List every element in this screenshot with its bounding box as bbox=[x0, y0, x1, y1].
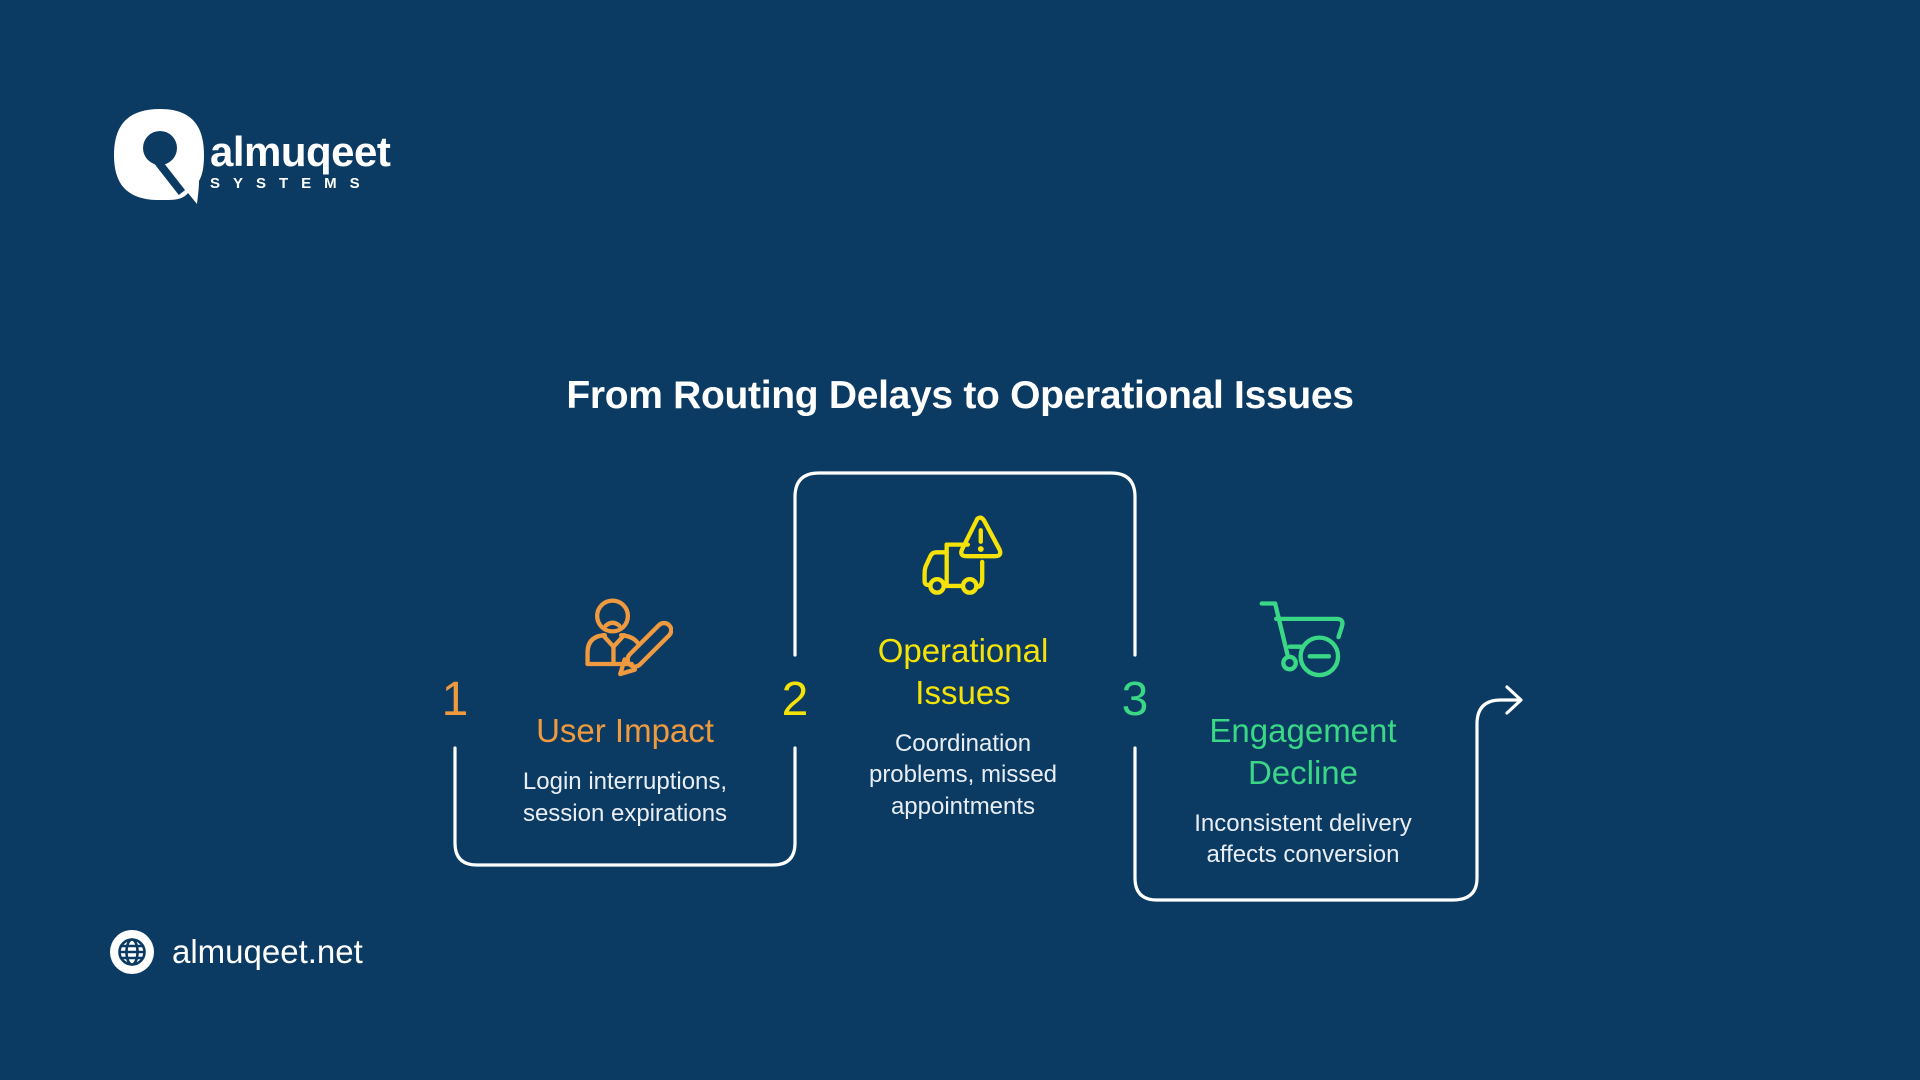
step-2-label: Operational Issues bbox=[877, 632, 1049, 711]
cart-minus-icon bbox=[1255, 592, 1351, 688]
step-1-label: User Impact bbox=[536, 712, 714, 749]
step-3-number: 3 bbox=[1121, 673, 1149, 726]
step-2-description: Coordination problems, missed appointmen… bbox=[868, 729, 1058, 821]
arrow-head-icon bbox=[1505, 685, 1523, 715]
almuqeet-logo-mark-icon bbox=[114, 109, 204, 204]
logo-tagline: SYSTEMS bbox=[210, 175, 373, 192]
step-1-number: 1 bbox=[441, 673, 469, 726]
website-url: almuqeet.net bbox=[172, 933, 363, 970]
step-3-description: Inconsistent delivery affects conversion bbox=[1194, 809, 1412, 869]
step-2-number: 2 bbox=[781, 673, 809, 726]
brand-logo: almuqeet SYSTEMS bbox=[108, 105, 391, 205]
step-1-user-impact: User Impact Login interruptions, session… bbox=[455, 592, 795, 829]
step-3-label: Engagement Decline bbox=[1209, 712, 1397, 791]
logo-brand-name: almuqeet bbox=[210, 128, 391, 175]
globe-icon bbox=[110, 930, 154, 974]
step-1-description: Login interruptions, session expirations bbox=[522, 767, 728, 827]
logo-text: almuqeet SYSTEMS bbox=[210, 128, 391, 192]
page-title: From Routing Delays to Operational Issue… bbox=[566, 374, 1354, 417]
user-edit-icon bbox=[577, 592, 673, 688]
step-3-engagement-decline: Engagement Decline Inconsistent delivery… bbox=[1133, 592, 1473, 871]
footer: almuqeet.net bbox=[108, 928, 363, 976]
delivery-truck-warning-icon bbox=[915, 512, 1011, 608]
step-2-operational-issues: Operational Issues Coordination problems… bbox=[793, 512, 1133, 823]
